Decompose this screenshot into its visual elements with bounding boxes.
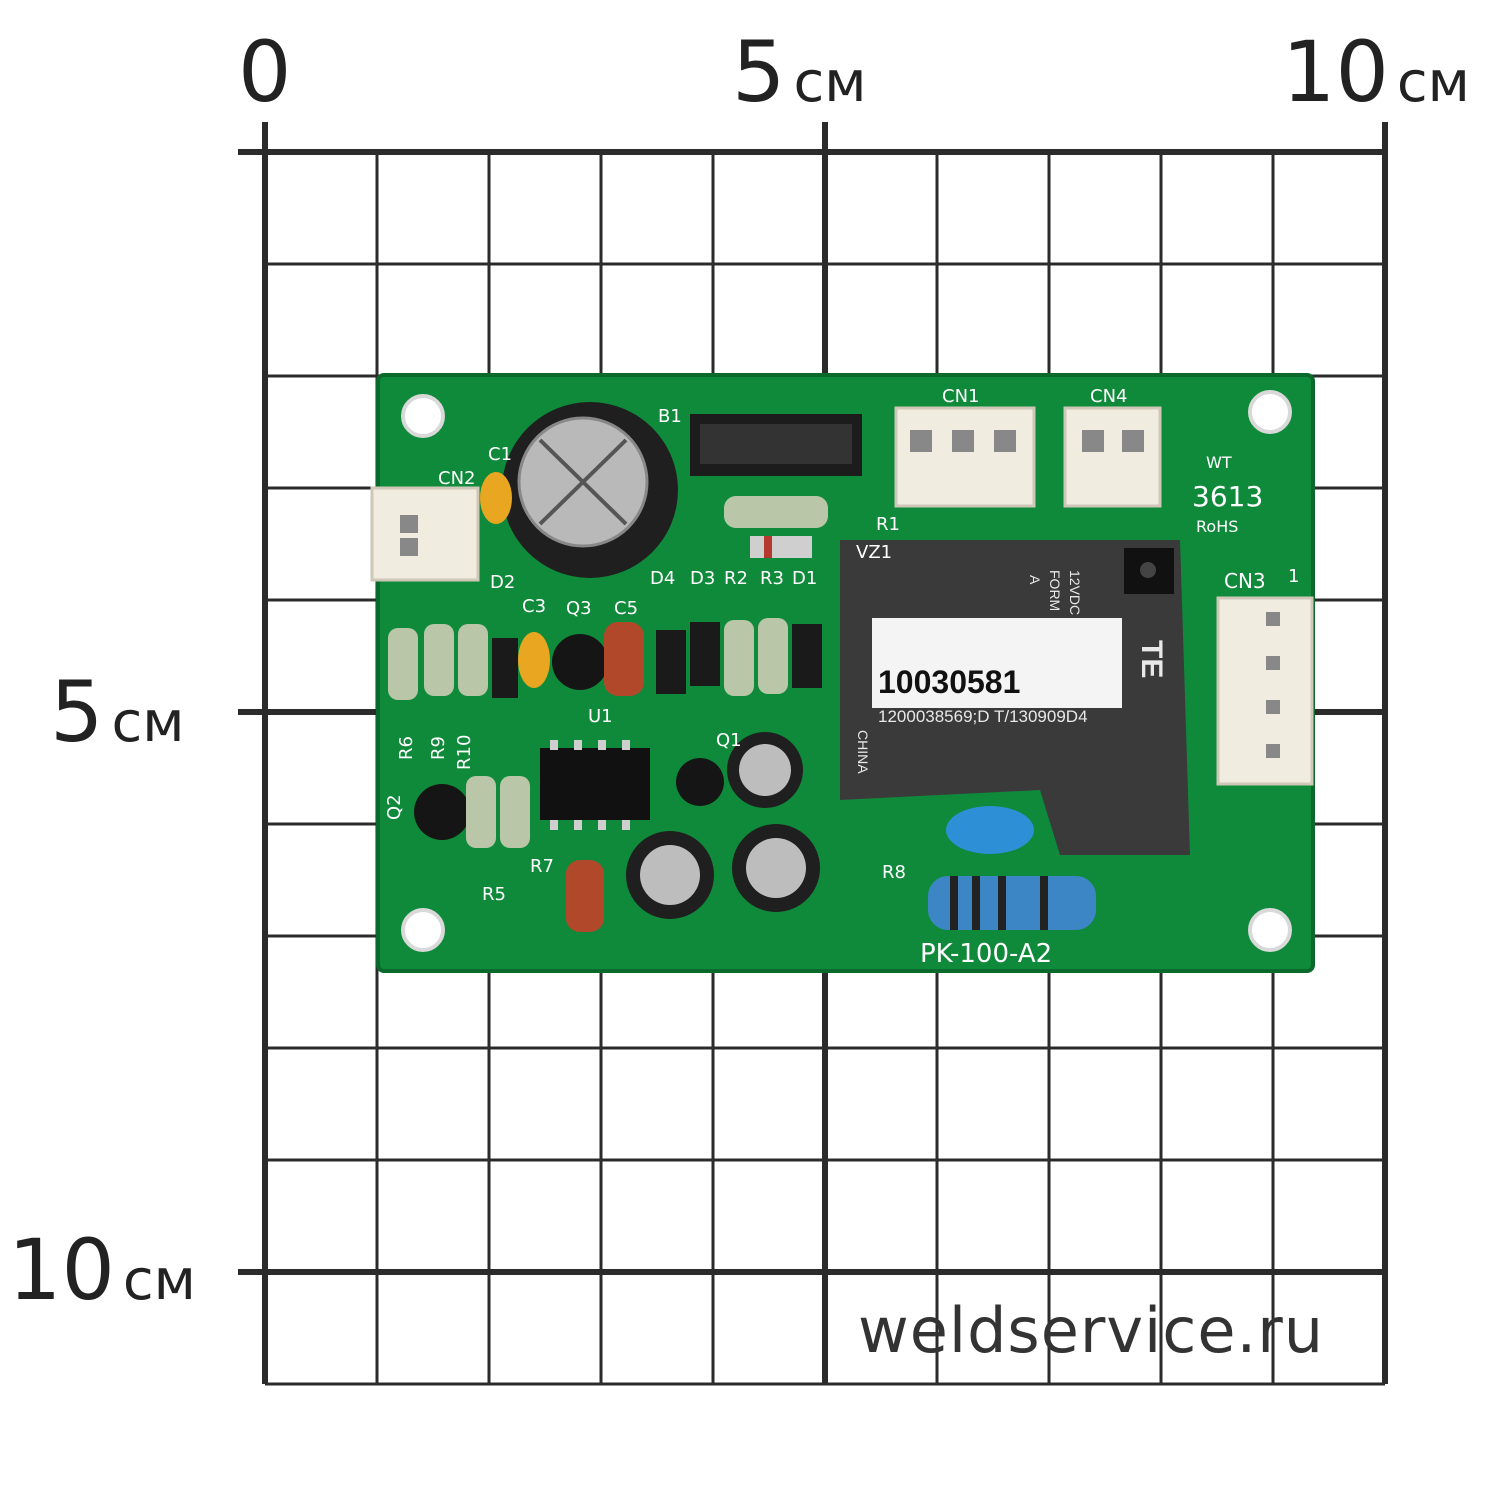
silkscreen-r3: R3 <box>760 568 784 589</box>
silkscreen-r7: R7 <box>530 856 554 877</box>
resistor-r7 <box>466 776 496 848</box>
transistor-q3 <box>552 634 608 690</box>
silkscreen-r9: R9 <box>428 736 449 760</box>
connector-cn4 <box>1063 406 1162 508</box>
silkscreen-u1: U1 <box>588 706 613 727</box>
silkscreen-r10: R10 <box>454 735 475 770</box>
zener-vz1 <box>750 536 812 558</box>
resistor-r5 <box>500 776 530 848</box>
relay-label <box>872 618 1122 708</box>
mounting-hole <box>401 908 445 952</box>
mounting-hole <box>401 394 445 438</box>
relay-spec-voltage: 12VDC <box>1067 570 1083 615</box>
silkscreen-q2: Q2 <box>384 794 405 820</box>
relay-spec-a: A <box>1027 575 1043 585</box>
resistor-r8 <box>928 876 1096 930</box>
diode-d3 <box>690 622 720 686</box>
relay-spec-form: FORM <box>1047 570 1063 611</box>
silkscreen-d3: D3 <box>690 568 715 589</box>
ceramic-capacitor-c3 <box>518 632 550 688</box>
silkscreen-d2: D2 <box>490 572 515 593</box>
connector-cn3 <box>1216 596 1314 786</box>
resistor-r1 <box>724 496 828 528</box>
silkscreen-cn3: CN3 <box>1224 569 1266 593</box>
diode-d4 <box>656 630 686 694</box>
silkscreen-r5: R5 <box>482 884 506 905</box>
silkscreen-d4: D4 <box>650 568 675 589</box>
silkscreen-vz1: VZ1 <box>856 542 892 563</box>
silkscreen-r2: R2 <box>724 568 748 589</box>
silkscreen-q1: Q1 <box>716 730 742 751</box>
silkscreen-cn4: CN4 <box>1090 386 1128 407</box>
silkscreen-wt: WT <box>1206 453 1232 472</box>
relay-origin: CHINA <box>855 730 871 774</box>
connector-cn2 <box>370 486 480 582</box>
diode-d2 <box>492 638 518 698</box>
silkscreen-pin1: 1 <box>1288 566 1299 587</box>
ceramic-capacitor-blue <box>946 806 1034 854</box>
pcb-board <box>370 373 1315 973</box>
ceramic-capacitor-c1 <box>480 472 512 524</box>
silkscreen-b1: B1 <box>658 406 682 427</box>
watermark: weldservice.ru <box>858 1294 1325 1367</box>
transistor-q2 <box>414 784 470 840</box>
film-capacitor-c5 <box>604 622 644 696</box>
silkscreen-c3: C3 <box>522 596 546 617</box>
resistor-r3 <box>758 618 788 694</box>
resistor-r6 <box>388 628 418 700</box>
resistor-group <box>388 496 1096 930</box>
mounting-hole <box>1248 390 1292 434</box>
relay-brand: TE <box>1135 640 1168 678</box>
resistor-r2 <box>724 620 754 696</box>
relay <box>840 540 1190 855</box>
relay-code: 1200038569;D T/130909D4 <box>878 707 1088 726</box>
resistor-r9 <box>424 624 454 696</box>
silkscreen-d1: D1 <box>792 568 817 589</box>
silkscreen-r8: R8 <box>882 862 906 883</box>
mounting-hole <box>1248 908 1292 952</box>
connector-cn1 <box>894 406 1036 508</box>
resistor-r10 <box>458 624 488 696</box>
silkscreen-cn2: CN2 <box>438 468 476 489</box>
silkscreen-rohs: RoHS <box>1196 517 1238 536</box>
diode-d1 <box>792 624 822 688</box>
scale-label-top-0: 0 <box>238 23 292 121</box>
transistor-q1 <box>676 758 724 806</box>
relay-part-number: 10030581 <box>878 664 1020 700</box>
silkscreen-cn1: CN1 <box>942 386 980 407</box>
board-model: PK-100-A2 <box>920 939 1052 969</box>
silkscreen-r6: R6 <box>396 736 417 760</box>
silkscreen-r1: R1 <box>876 514 900 535</box>
film-capacitor-c7 <box>566 860 604 932</box>
silkscreen-c1: C1 <box>488 444 512 465</box>
silkscreen-q3: Q3 <box>566 598 592 619</box>
ic-u1 <box>540 748 650 820</box>
silkscreen-date: 3613 <box>1192 480 1263 513</box>
silkscreen-c5: C5 <box>614 598 638 619</box>
